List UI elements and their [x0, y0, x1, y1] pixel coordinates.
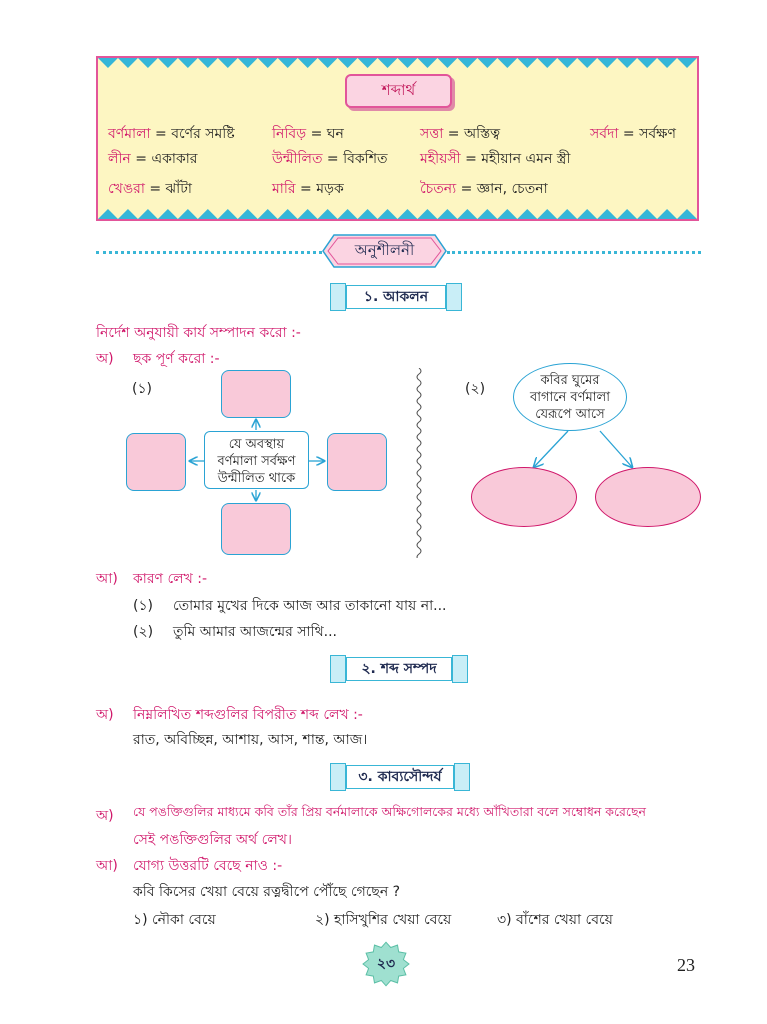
center-line: যেরূপে আসে: [535, 407, 605, 422]
glossary-entry: লীন = একাকার: [108, 151, 198, 167]
header-ornament-left: [330, 283, 346, 311]
glossary-entry: চৈতন্য = জ্ঞান, চেতনা: [420, 181, 548, 197]
header-ornament-left: [330, 763, 346, 791]
instruction-text: নির্দেশ অনুযায়ী কার্য সম্পাদন করো :-: [96, 325, 301, 341]
section-title: ২. শব্দ সম্পদ: [346, 657, 452, 681]
sub-item-number: (১): [133, 598, 154, 614]
center-line: বাগানে বর্ণমালা: [530, 390, 610, 405]
page-badge: ২৩: [359, 940, 413, 988]
answer-oval-right[interactable]: [595, 467, 701, 527]
section-header-3: ৩. কাব্যসৌন্দর্য: [330, 763, 470, 791]
question-text: ছক পূর্ণ করো :-: [133, 351, 220, 367]
zigzag-border-top: [98, 58, 697, 68]
word-list: রাত, অবিচ্ছিন্ন, আশায়, আস, শান্ত, আজ।: [133, 732, 368, 748]
glossary-entry: উন্মীলিত = বিকশিত: [272, 151, 388, 167]
question-text: নিম্নলিখিত শব্দগুলির বিপরীত শব্দ লেখ :-: [133, 707, 363, 723]
zigzag-border-bottom: [98, 209, 697, 219]
question-text: যোগ্য উত্তরটি বেছে নাও :-: [133, 858, 283, 874]
sub-item-text: তুমি আমার আজন্মের সাথি...: [173, 624, 338, 640]
chart2-arrows: [520, 430, 640, 475]
section-title: ১. আকলন: [346, 285, 446, 309]
practice-heading: অনুশীলনী: [322, 234, 447, 268]
chart-number: (১): [132, 381, 153, 397]
header-ornament-right: [452, 655, 468, 683]
question-marker: অ): [96, 351, 114, 367]
answer-oval-left[interactable]: [471, 467, 577, 527]
answer-box-bottom[interactable]: [221, 503, 291, 555]
flower-badge-icon: [362, 941, 410, 987]
glossary-entry: বর্ণমালা = বর্ণের সমষ্টি: [108, 126, 235, 142]
practice-heading-frame: [322, 234, 447, 268]
mcq-question: কবি কিসের খেয়া বেয়ে রত্নদ্বীপে পৌঁছে গ…: [133, 884, 401, 900]
chart1-arrows: [120, 360, 400, 560]
question-text: সেই পঙক্তিগুলির অর্থ লেখ।: [133, 832, 292, 848]
answer-box-right[interactable]: [327, 433, 387, 491]
section-header-2: ২. শব্দ সম্পদ: [330, 655, 468, 683]
header-ornament-right: [446, 283, 462, 311]
glossary-entry: সত্তা = অস্তিত্ব: [420, 126, 501, 142]
glossary-entry: মহীয়সী = মহীয়ান এমন স্ত্রী: [420, 151, 571, 167]
glossary-entry: নিবিড় = ঘন: [272, 126, 344, 142]
practice-title: অনুশীলনী: [354, 240, 415, 259]
answer-box-top[interactable]: [221, 370, 291, 418]
section-title: ৩. কাব্যসৌন্দর্য: [346, 765, 454, 789]
sub-item-number: (২): [133, 624, 154, 640]
chart2-center-bubble: কবির ঘুমের বাগানে বর্ণমালা যেরূপে আসে: [513, 363, 627, 431]
dotted-divider-left: [96, 251, 322, 254]
chart-number: (২): [465, 381, 486, 397]
center-line: যে অবস্থায়: [228, 437, 285, 452]
header-ornament-right: [454, 763, 470, 791]
glossary-entry: সর্বদা = সর্বক্ষণ: [590, 126, 676, 142]
mcq-option-2[interactable]: ২) হাসিখুশির খেয়া বেয়ে: [315, 912, 452, 928]
glossary-title: শব্দার্থ: [345, 74, 452, 108]
dotted-divider-right: [447, 251, 701, 254]
center-line: বর্ণমালা সর্বক্ষণ: [217, 454, 296, 469]
question-text: যে পঙক্তিগুলির মাধ্যমে কবি তাঁর প্রিয় ব…: [133, 804, 646, 819]
question-marker: অ): [96, 707, 114, 723]
center-line: কবির ঘুমের: [540, 373, 600, 388]
answer-box-left[interactable]: [126, 433, 186, 491]
mcq-option-1[interactable]: ১) নৌকা বেয়ে: [133, 912, 216, 928]
question-marker: আ): [96, 571, 118, 587]
center-line: উন্মীলিত থাকে: [217, 471, 296, 486]
wavy-divider: [416, 368, 422, 558]
glossary-entry: মারি = মড়ক: [272, 181, 344, 197]
glossary-entry: খেঙরা = ঝাঁটা: [108, 181, 192, 197]
bengali-page-number: ২৩: [376, 956, 396, 972]
sub-item-text: তোমার মুখের দিকে আজ আর তাকানো যায় না...: [173, 598, 447, 614]
page-number: 23: [677, 955, 695, 975]
question-text: কারণ লেখ :-: [133, 571, 207, 587]
question-marker: অ): [96, 808, 114, 824]
section-header-1: ১. আকলন: [330, 283, 462, 311]
chart1-center-box: যে অবস্থায় বর্ণমালা সর্বক্ষণ উন্মীলিত থ…: [204, 431, 309, 489]
mcq-option-3[interactable]: ৩) বাঁশের খেয়া বেয়ে: [497, 912, 613, 928]
question-marker: আ): [96, 858, 118, 874]
header-ornament-left: [330, 655, 346, 683]
